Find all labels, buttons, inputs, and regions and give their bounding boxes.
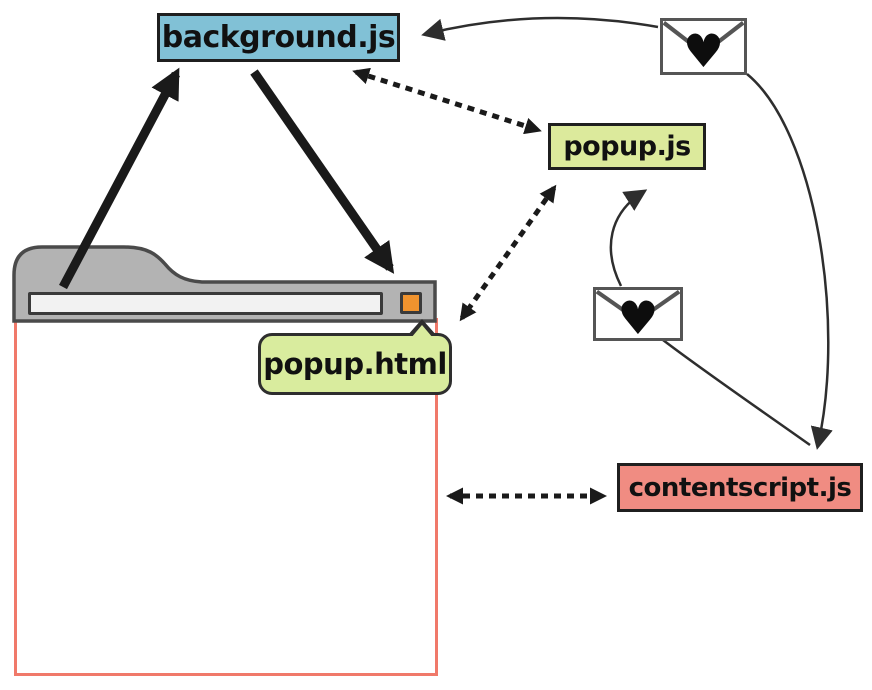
arrow-background-popupjs	[352, 67, 542, 135]
envelope-flap-icon	[596, 290, 680, 323]
node-popup-html: popup.html	[258, 319, 452, 395]
node-popup-js-label: popup.js	[563, 131, 691, 162]
node-background-js-label: background.js	[161, 20, 396, 55]
heart-icon: ♥	[682, 23, 725, 78]
arrow-envelope-top-to-background	[421, 16, 659, 41]
extension-button	[400, 292, 422, 314]
node-contentscript-js: contentscript.js	[617, 463, 863, 512]
arrow-envelope-top-to-contentscript	[746, 73, 833, 450]
message-envelope-middle: ♥	[593, 287, 683, 341]
envelope-flap-icon	[663, 21, 744, 56]
arrow-tab-to-background	[59, 67, 180, 290]
bubble-tail-fill	[411, 325, 433, 338]
node-popup-html-label: popup.html	[263, 347, 447, 381]
heart-icon: ♥	[617, 290, 659, 345]
arrow-background-to-toolbar	[250, 69, 395, 274]
arrow-envelope-mid-to-contentscript	[662, 339, 811, 447]
arrow-popupjs-popuphtml	[459, 184, 557, 322]
arrow-envelope-mid-to-popupjs	[609, 189, 648, 287]
node-popup-js: popup.js	[548, 123, 706, 170]
browser-address-bar	[28, 292, 383, 315]
node-contentscript-js-label: contentscript.js	[628, 472, 852, 503]
node-background-js: background.js	[157, 13, 400, 62]
message-envelope-top: ♥	[660, 18, 747, 75]
